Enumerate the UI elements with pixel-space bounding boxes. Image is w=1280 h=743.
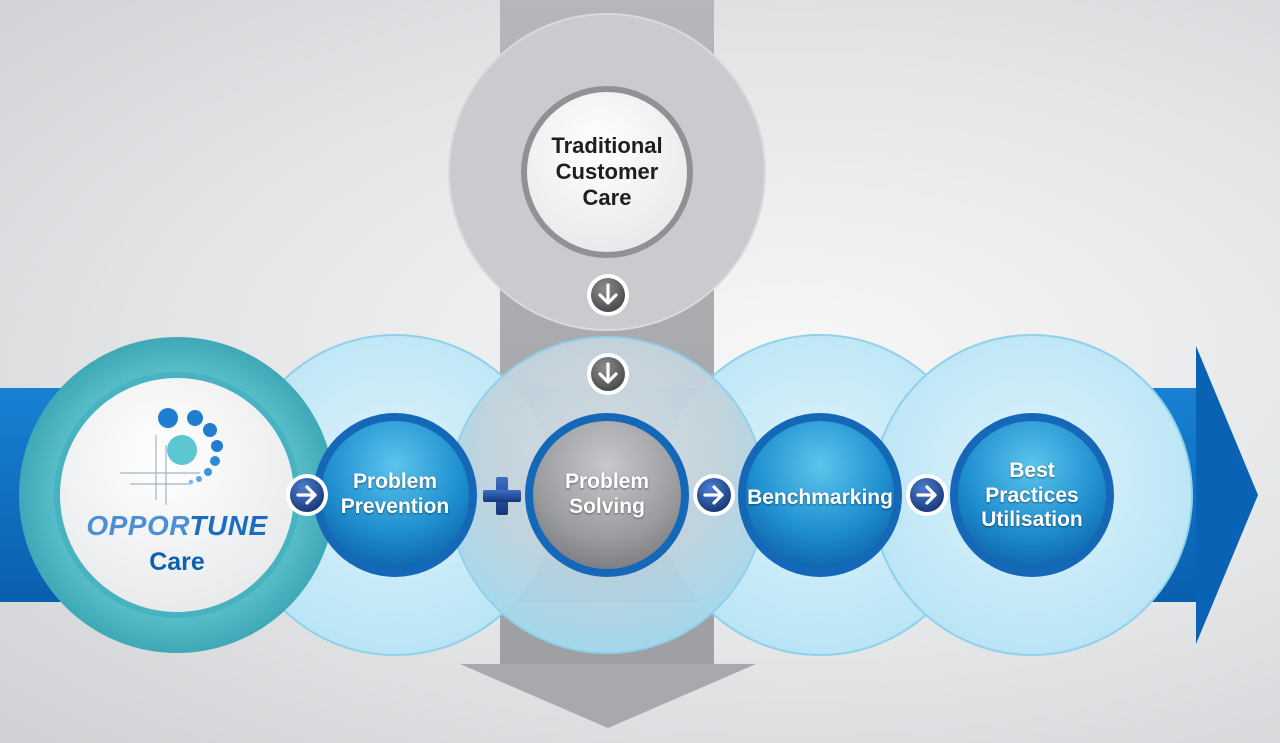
core-problem-prevention	[321, 421, 469, 569]
step-label-benchmarking: Benchmarking	[747, 485, 893, 509]
arrow-right-icon	[286, 474, 328, 516]
brand-circle	[54, 372, 300, 618]
vertical-arrow-head	[460, 664, 756, 728]
opportune-logo-icon	[120, 408, 223, 505]
arrow-down-icon	[587, 353, 629, 395]
arrow-right-icon	[693, 474, 735, 516]
traditional-circle	[527, 92, 687, 252]
core-benchmarking	[746, 421, 894, 569]
arrow-right-icon	[906, 474, 948, 516]
brand-name: OPPORTUNE	[62, 510, 292, 542]
brand-care-label: Care	[149, 548, 205, 576]
core-best-practices	[958, 421, 1106, 569]
step-label-problem-solving: Problem Solving	[564, 470, 650, 518]
traditional-customer-care-label: Traditional Customer Care	[551, 133, 663, 210]
brand-name-part1: OPPOR	[86, 510, 190, 541]
plus-icon	[483, 477, 521, 515]
horizontal-arrow-head	[1196, 346, 1258, 644]
step-label-best-practices-utilisation: Best Practices Utilisation	[981, 458, 1083, 532]
brand-name-part2: TUNE	[189, 510, 268, 541]
step-label-problem-prevention: Problem Prevention	[340, 470, 450, 518]
core-problem-solving	[533, 421, 681, 569]
arrow-down-icon	[587, 274, 629, 316]
